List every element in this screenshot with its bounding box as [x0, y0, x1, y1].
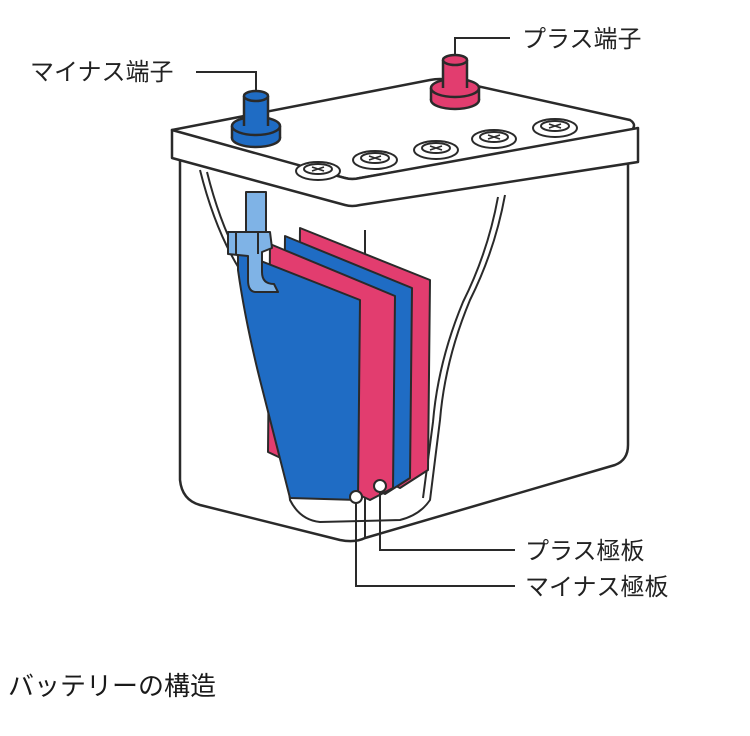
minus-strap — [227, 191, 279, 293]
vent-cap — [532, 118, 578, 138]
minus-plate-leader — [355, 497, 515, 587]
plus-terminal-leader — [454, 37, 510, 56]
minus-plate-label: マイナス極板 — [525, 573, 669, 601]
plus-terminal-label: プラス端子 — [522, 25, 642, 53]
vent-caps — [295, 118, 578, 181]
vent-cap — [295, 161, 341, 181]
diagram-caption: バッテリーの構造 — [8, 672, 217, 702]
battery-structure-diagram: マイナス端子 プラス端子 プラス極板 マイナス極板 — [30, 25, 669, 601]
plus-plate-label: プラス極板 — [525, 537, 645, 565]
minus-terminal — [230, 89, 282, 149]
plus-plate-pointer — [373, 479, 387, 493]
vent-cap — [471, 129, 517, 149]
minus-plate-pointer — [349, 490, 363, 504]
electrode-plates — [237, 227, 431, 501]
leader-lines — [196, 37, 515, 587]
plus-plate-leader — [379, 492, 515, 551]
vent-cap — [352, 150, 398, 170]
battery-lid — [170, 77, 640, 208]
vent-cap — [413, 140, 459, 160]
minus-terminal-leader — [196, 71, 257, 92]
minus-plate-front — [237, 251, 361, 501]
minus-terminal-label: マイナス端子 — [30, 58, 174, 86]
plus-terminal — [429, 53, 481, 111]
